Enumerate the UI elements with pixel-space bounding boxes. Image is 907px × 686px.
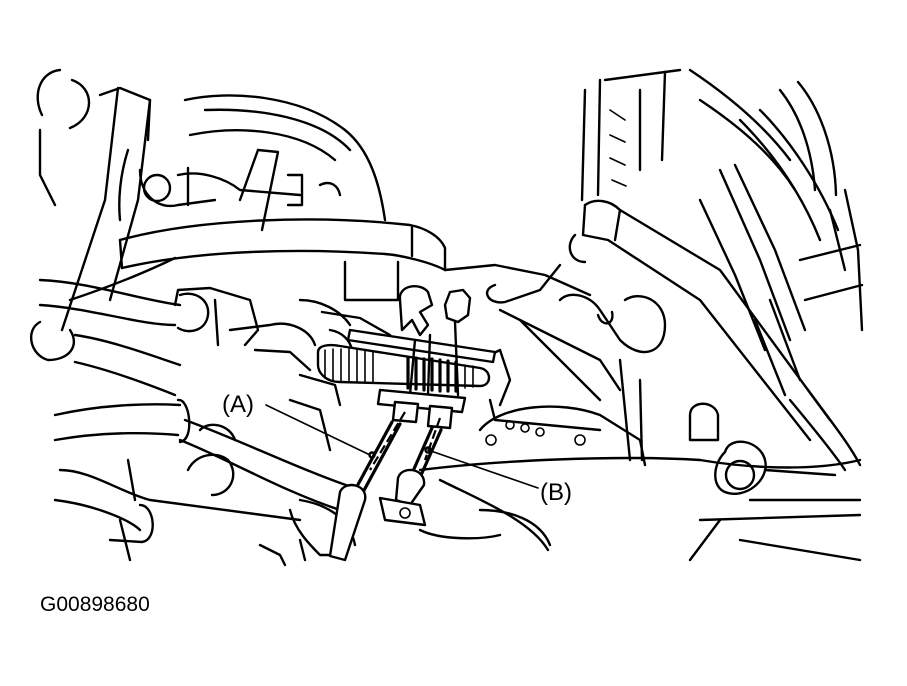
callout-a-leader: [265, 404, 371, 456]
spring-coils: [324, 348, 474, 393]
callout-b-leader: [427, 449, 539, 489]
right-diagonal-hose: [568, 199, 832, 442]
mounting-plate: [443, 263, 667, 467]
cable-b: [378, 426, 443, 527]
figure-code: G00898680: [40, 593, 150, 616]
cable-spring-assembly: [316, 284, 497, 430]
engine-body-outline: [36, 68, 387, 332]
left-bracket: [173, 286, 392, 452]
callout-a-label: (A): [222, 391, 254, 418]
left-hoses: [29, 278, 362, 562]
upper-hose: [68, 218, 447, 302]
callout-b-label: (B): [540, 479, 572, 506]
cable-a: [328, 420, 402, 562]
